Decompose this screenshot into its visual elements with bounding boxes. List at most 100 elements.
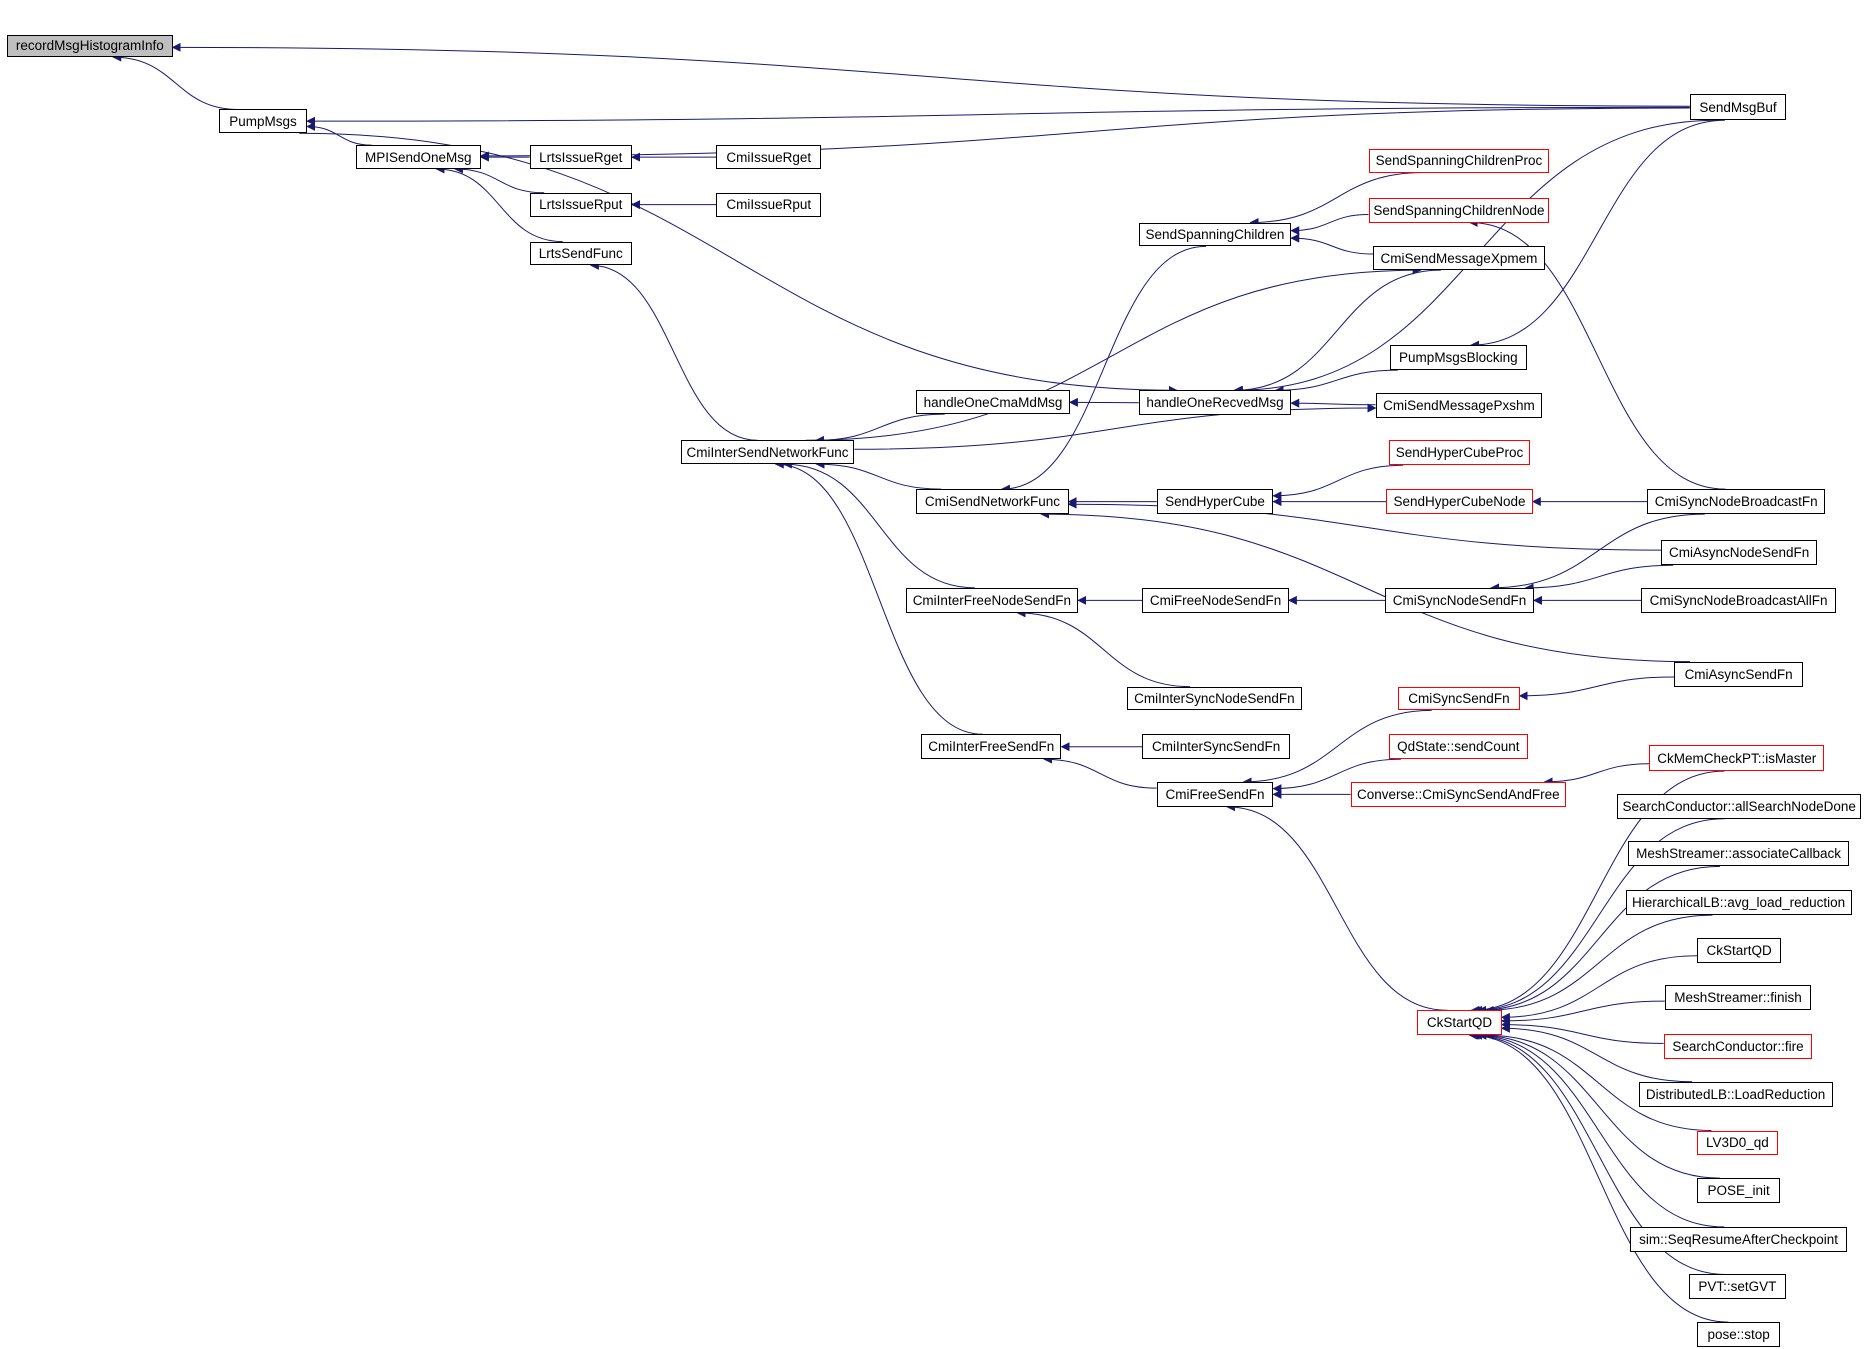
node-label: CkStartQD [1426,1015,1493,1031]
node-distributed-lbload-reduction[interactable]: DistributedLB::LoadReduction [1638,1081,1833,1107]
node-label: CmiSyncSendFn [1408,691,1510,707]
node-sim-seq-resume-after-checkpoint[interactable]: sim::SeqResumeAfterCheckpoint [1630,1226,1847,1252]
node-mpisend-one-msg[interactable]: MPISendOneMsg [355,145,481,169]
edge-pose-init-to-ck-start-qd [1477,1030,1720,1179]
edge-hierarchical-lbavg-load-reduction-to-ck-start-qd [1484,914,1713,1015]
edge-cmi-inter-free-send-fn-to-cmi-inter-send-network-func [774,459,983,735]
node-send-hyper-cube[interactable]: SendHyperCube [1156,489,1274,515]
node-ck-start-qd[interactable]: CkStartQD [1417,1010,1502,1036]
node-search-conductor-all-search-node-done[interactable]: SearchConductor::allSearchNodeDone [1617,793,1862,819]
node-cmi-sync-send-fn[interactable]: CmiSyncSendFn [1398,686,1520,711]
node-label: CkStartQD [1706,942,1772,958]
node-label: CmiSyncNodeSendFn [1392,592,1527,608]
node-label: PVT::setGVT [1698,1279,1777,1295]
node-label: SearchConductor::allSearchNodeDone [1622,798,1856,814]
node-handle-one-cma-md-msg[interactable]: handleOneCmaMdMsg [916,390,1070,415]
edge-cmi-inter-sync-node-send-fn-to-cmi-inter-free-node-send-fn [1016,608,1191,688]
edge-cmi-inter-send-network-func-to-lrts-send-func [589,260,758,441]
node-lrts-issue-rput[interactable]: LrtsIssueRput [529,192,632,217]
edge-pose-stop-to-ck-start-qd [1468,1030,1729,1323]
node-cmi-send-message-xpmem[interactable]: CmiSendMessageXpmem [1373,246,1545,271]
node-pose-init[interactable]: POSE_init [1696,1178,1781,1204]
node-send-spanning-children-node[interactable]: SendSpanningChildrenNode [1368,197,1550,223]
node-send-hyper-cube-proc[interactable]: SendHyperCubeProc [1388,440,1531,466]
edge-send-spanning-children-to-cmi-send-network-func [1000,245,1207,494]
node-label: SendSpanningChildrenNode [1373,202,1545,218]
node-lrts-issue-rget[interactable]: LrtsIssueRget [529,145,632,169]
edge-lv3-d0-qd-to-ck-start-qd [1484,1030,1712,1131]
node-label: SendSpanningChildren [1145,226,1285,242]
node-label: handleOneRecvedMsg [1146,395,1284,411]
edge-cmi-sync-node-broadcast-fn-to-send-spanning-children-node [1468,218,1726,490]
node-handle-one-recved-msg[interactable]: handleOneRecvedMsg [1138,390,1292,416]
node-label: CmiFreeNodeSendFn [1149,592,1282,608]
edge-handle-one-cma-md-msg-to-cmi-inter-send-network-func [814,413,945,445]
node-label: SendHyperCubeProc [1395,445,1524,461]
node-cmi-async-send-fn[interactable]: CmiAsyncSendFn [1674,661,1803,687]
node-label: CmiInterFreeNodeSendFn [912,592,1072,608]
node-pump-msgs[interactable]: PumpMsgs [218,109,307,134]
node-send-hyper-cube-node[interactable]: SendHyperCubeNode [1386,489,1533,515]
edge-send-spanning-children-proc-to-send-spanning-children [1249,172,1424,228]
edge-pump-msgs-to-handle-one-recved-msg [299,132,1178,395]
node-cmi-inter-sync-send-fn[interactable]: CmiInterSyncSendFn [1142,734,1290,760]
node-cmi-async-node-send-fn[interactable]: CmiAsyncNodeSendFn [1661,540,1818,566]
node-lrts-send-func[interactable]: LrtsSendFunc [529,241,632,266]
node-mesh-streamer-finish[interactable]: MeshStreamer::finish [1664,985,1812,1011]
edge-send-msg-buf-to-mpisend-one-msg [479,107,1690,161]
node-cmi-inter-sync-node-send-fn[interactable]: CmiInterSyncNodeSendFn [1126,686,1302,711]
node-hierarchical-lbavg-load-reduction[interactable]: HierarchicalLB::avg_load_reduction [1625,890,1852,916]
edge-cmi-inter-free-node-send-fn-to-cmi-inter-send-network-func [782,459,975,589]
edge-qd-state-send-count-to-cmi-free-send-fn [1272,758,1401,794]
node-cmi-send-network-func[interactable]: CmiSendNetworkFunc [916,489,1069,515]
edge-ck-mem-check-ptis-master-to-ck-start-qd [1470,770,1725,1015]
node-ck-mem-check-ptis-master[interactable]: CkMemCheckPT::isMaster [1649,744,1825,772]
edge-send-spanning-children-node-to-send-spanning-children [1290,214,1369,236]
edge-cmi-send-network-func-to-cmi-inter-send-network-func [815,459,942,490]
node-cmi-free-send-fn[interactable]: CmiFreeSendFn [1156,781,1274,807]
edge-distributed-lbload-reduction-to-ck-start-qd [1500,1023,1693,1083]
node-ck-start-qd2[interactable]: CkStartQD [1696,937,1782,963]
node-pose-stop[interactable]: pose::stop [1696,1322,1781,1348]
node-label: POSE_init [1707,1183,1770,1199]
node-label: CmiSendNetworkFunc [924,494,1060,510]
edge-cmi-send-message-xpmem-to-send-spanning-children [1290,233,1374,255]
node-cmi-inter-free-node-send-fn[interactable]: CmiInterFreeNodeSendFn [905,587,1079,613]
node-cmi-sync-node-send-fn[interactable]: CmiSyncNodeSendFn [1385,587,1534,613]
edge-cmi-async-send-fn-to-cmi-send-network-func [1040,509,1690,663]
node-cmi-send-message-pxshm[interactable]: CmiSendMessagePxshm [1375,392,1543,418]
edge-cmi-send-message-pxshm-to-handle-one-recved-msg [1290,398,1376,408]
node-label: SendHyperCubeNode [1393,494,1526,510]
node-mesh-streamer-associate-callback[interactable]: MeshStreamer::associateCallback [1627,841,1850,867]
node-label: SendHyperCube [1165,494,1265,510]
edge-send-msg-buf-to-pump-msgs-blocking [1470,119,1725,350]
node-cmi-free-node-send-fn[interactable]: CmiFreeNodeSendFn [1142,587,1289,613]
node-send-spanning-children-proc[interactable]: SendSpanningChildrenProc [1368,148,1550,173]
node-send-msg-buf[interactable]: SendMsgBuf [1689,94,1787,121]
node-lv3-d0-qd[interactable]: LV3D0_qd [1696,1130,1778,1156]
edge-pvtset-gvt-to-ck-start-qd [1470,1030,1726,1275]
node-label: CmiIssueRput [726,197,812,213]
node-label: LV3D0_qd [1705,1135,1769,1151]
node-cmi-inter-send-network-func[interactable]: CmiInterSendNetworkFunc [680,440,855,465]
edge-ck-start-qd-to-cmi-free-send-fn [1226,802,1448,1011]
node-label: LrtsSendFunc [538,245,623,261]
node-cmi-sync-node-broadcast-fn[interactable]: CmiSyncNodeBroadcastFn [1646,489,1826,515]
node-cmi-issue-rget[interactable]: CmiIssueRget [716,145,822,169]
node-send-spanning-children[interactable]: SendSpanningChildren [1138,222,1292,247]
node-label: DistributedLB::LoadReduction [1645,1086,1826,1102]
node-cmi-sync-node-broadcast-all-fn[interactable]: CmiSyncNodeBroadcastAllFn [1641,587,1837,613]
node-cmi-issue-rput[interactable]: CmiIssueRput [716,192,822,217]
node-label: CmiInterSyncNodeSendFn [1134,691,1295,707]
node-pump-msgs-blocking[interactable]: PumpMsgsBlocking [1389,345,1527,371]
node-qd-state-send-count[interactable]: QdState::sendCount [1388,734,1528,760]
node-search-conductor-fire[interactable]: SearchConductor::fire [1663,1034,1813,1060]
node-label: CmiInterSyncSendFn [1152,739,1281,755]
node-label: MeshStreamer::finish [1674,990,1802,1006]
node-converse-cmi-sync-send-and-free[interactable]: Converse::CmiSyncSendAndFree [1350,781,1567,807]
node-pvtset-gvt[interactable]: PVT::setGVT [1688,1274,1787,1300]
edge-send-msg-buf-to-record-msg-histogram-info [171,42,1690,107]
node-cmi-inter-free-send-fn[interactable]: CmiInterFreeSendFn [921,734,1062,760]
edge-sim-seq-resume-after-checkpoint-to-ck-start-qd [1473,1030,1725,1228]
